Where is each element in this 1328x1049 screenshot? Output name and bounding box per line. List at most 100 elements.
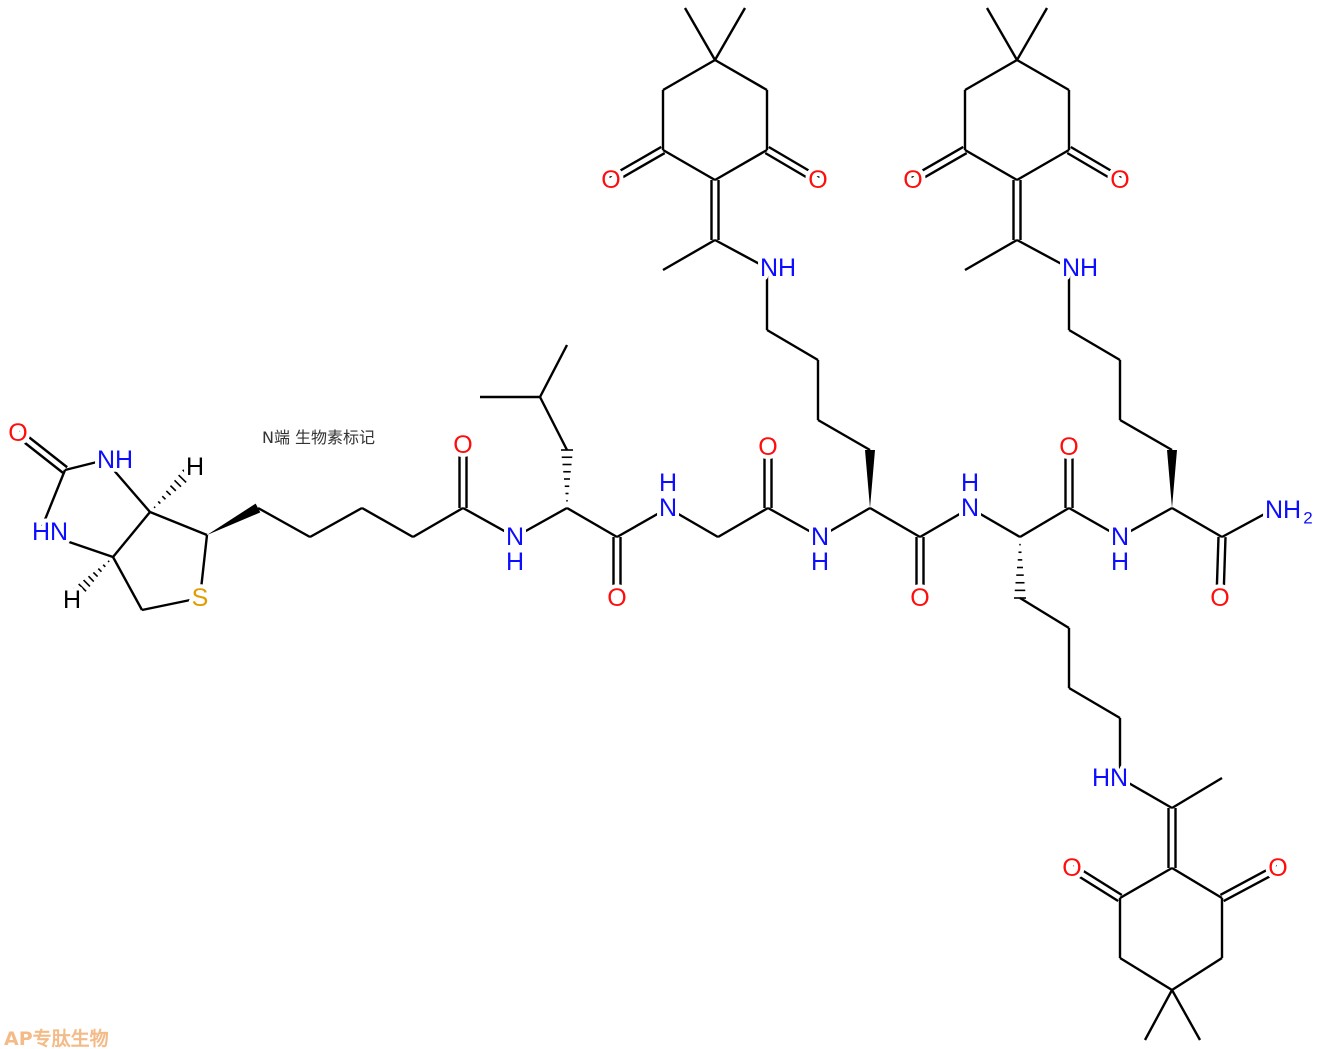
bond: [616, 506, 669, 539]
hn-label: HN: [32, 518, 68, 546]
hydrogen-label: H: [506, 548, 524, 576]
hash-bond: [165, 490, 172, 496]
bond: [766, 328, 819, 362]
bond: [141, 596, 201, 612]
bond: [149, 510, 208, 537]
oxygen-label: O: [1062, 854, 1081, 882]
watermark-logo: AP专肽生物: [4, 1028, 109, 1049]
bond: [1222, 537, 1227, 599]
nitrogen-label: N: [1111, 523, 1129, 551]
amide-subscript-2: 2: [1303, 509, 1312, 528]
oxygen-label: O: [1059, 433, 1078, 461]
oxygen-label: O: [910, 584, 929, 612]
bond: [361, 506, 414, 539]
nh-label: NH: [97, 446, 133, 474]
hydrogen-label: H: [186, 453, 204, 481]
bond: [538, 396, 569, 451]
bond: [1119, 776, 1173, 810]
oxygen-label: O: [1268, 854, 1287, 882]
hash-bond: [102, 564, 106, 568]
wedge-bond: [207, 503, 261, 535]
bond: [198, 534, 209, 599]
bond: [1069, 869, 1119, 902]
hash-bond: [173, 479, 182, 488]
bond: [964, 148, 1018, 182]
nitrogen-label: N: [961, 494, 979, 522]
nitrogen-label: N: [811, 523, 829, 551]
hash-bond: [157, 500, 161, 505]
hash-bond: [78, 583, 87, 592]
bond: [15, 434, 64, 474]
bond: [683, 7, 717, 61]
bond: [662, 238, 716, 272]
bond: [538, 344, 569, 398]
oxygen-label: O: [1110, 166, 1129, 194]
oxygen-label: O: [758, 433, 777, 461]
bond: [64, 458, 106, 472]
bond: [662, 148, 716, 182]
bond: [717, 506, 769, 539]
bond: [1068, 686, 1121, 720]
bond: [767, 506, 821, 539]
bond: [1016, 238, 1070, 270]
sulfur-label: S: [192, 584, 209, 612]
bond: [1119, 956, 1173, 992]
hash-bond: [178, 474, 187, 483]
bond: [1019, 506, 1070, 539]
bond: [1171, 506, 1223, 539]
bond: [662, 58, 716, 92]
bond: [914, 151, 968, 185]
bond: [1119, 418, 1173, 452]
bond: [257, 506, 311, 539]
oxygen-label: O: [601, 166, 620, 194]
hash-bond: [97, 567, 103, 573]
nh-label: NH: [1062, 254, 1098, 282]
hn-label: HN: [1092, 764, 1128, 792]
hydrogen-label: H: [1111, 548, 1129, 576]
bond: [1015, 7, 1049, 61]
bond: [1066, 151, 1119, 185]
bond: [1070, 145, 1123, 179]
bond: [714, 148, 768, 182]
bond: [714, 238, 768, 270]
bond: [768, 145, 821, 179]
bond: [38, 469, 67, 533]
bond: [19, 429, 68, 469]
bond: [309, 506, 363, 539]
bond: [985, 7, 1019, 61]
oxygen-label: O: [8, 419, 27, 447]
amide-nh2-label: NH: [1265, 496, 1301, 524]
bond: [964, 58, 1018, 92]
bond: [1171, 956, 1223, 992]
bond: [1215, 536, 1220, 598]
nh-label: NH: [760, 254, 796, 282]
bond: [819, 506, 871, 539]
bond: [1019, 596, 1070, 630]
bond: [1143, 989, 1174, 1041]
bond: [969, 506, 1021, 539]
hash-bond: [161, 495, 167, 500]
bond: [612, 151, 666, 185]
bond: [1068, 506, 1121, 539]
hash-bond: [87, 575, 95, 583]
bond: [817, 418, 871, 452]
bond: [910, 145, 964, 179]
bond: [764, 151, 817, 185]
bond: [1016, 58, 1070, 92]
bond: [112, 511, 151, 558]
bond: [566, 506, 618, 539]
bond: [462, 506, 516, 539]
hash-bond: [83, 579, 91, 587]
hash-bond: [182, 469, 192, 479]
bond: [1219, 863, 1277, 896]
wedge-bond: [865, 450, 875, 508]
bond: [608, 145, 662, 179]
bond: [39, 530, 114, 559]
bond: [1170, 989, 1202, 1041]
oxygen-label: O: [903, 166, 922, 194]
oxygen-label: O: [808, 166, 827, 194]
hydrogen-label: H: [659, 469, 677, 497]
bond: [869, 506, 921, 539]
bond: [667, 506, 719, 539]
